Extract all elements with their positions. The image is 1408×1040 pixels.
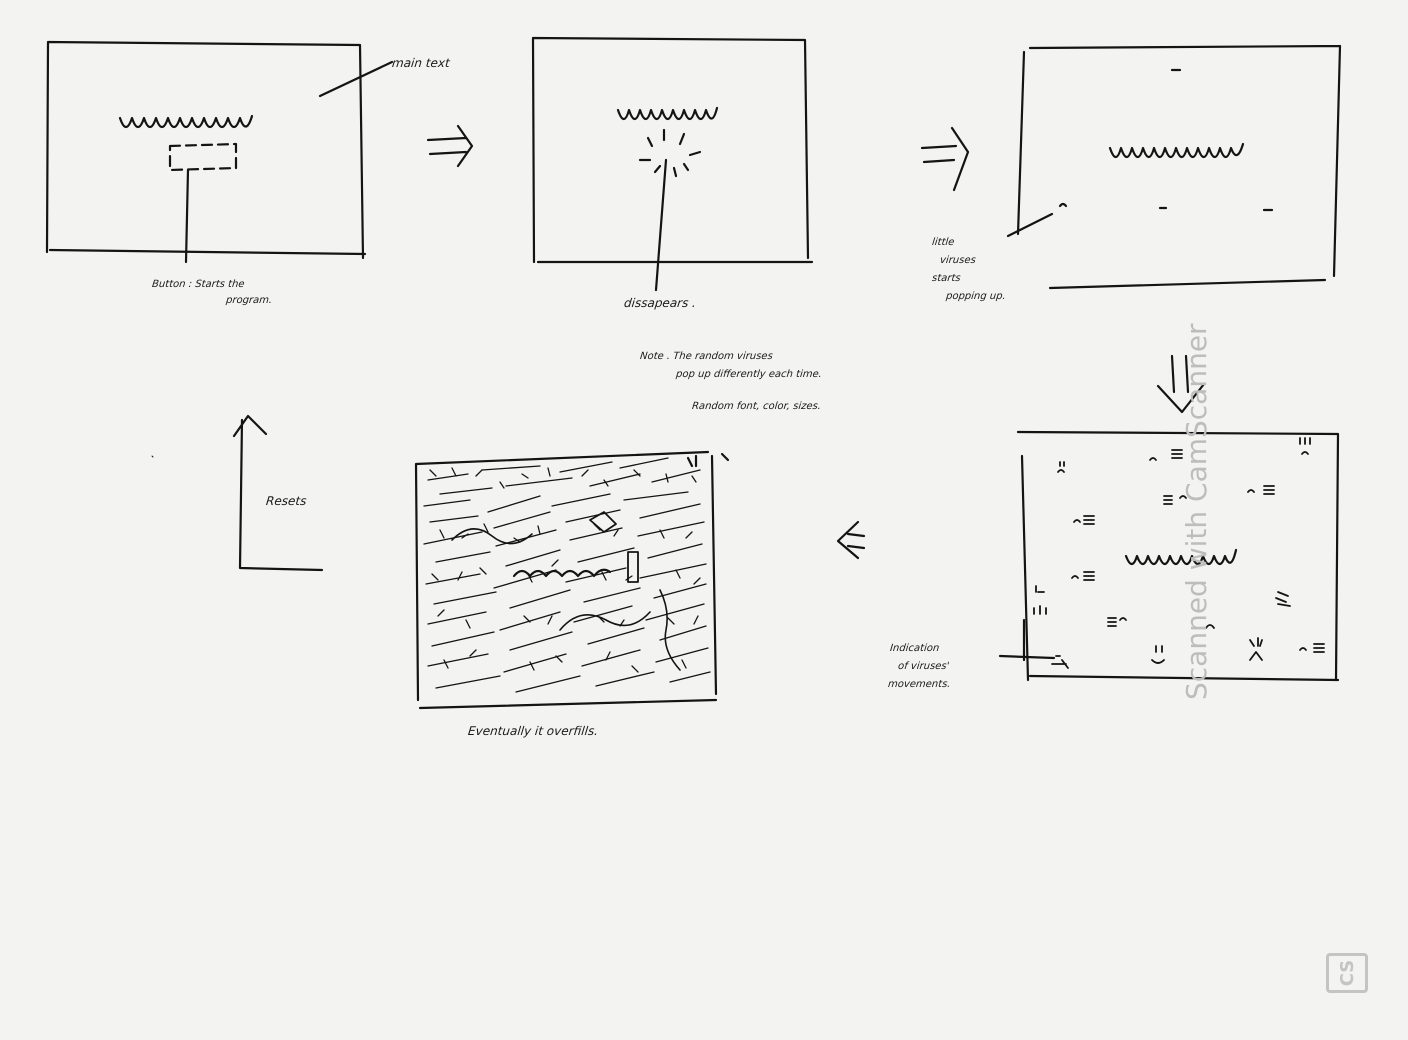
frame-2-main-text-scribble	[616, 106, 719, 121]
frame-5-tick-marks	[686, 452, 730, 468]
frame-1-button-pointer	[184, 168, 190, 264]
label-button-starts-program-line1: Button : Starts the	[151, 279, 246, 290]
frame-3-main-text-scribble	[1108, 142, 1245, 159]
frame-1-border	[45, 40, 367, 260]
frame-1-main-text-pointer	[318, 60, 394, 98]
label-note-line1: Note . The random viruses	[639, 351, 774, 362]
frame-4-border	[1016, 430, 1340, 682]
camscanner-logo-icon: CS	[1326, 953, 1368, 993]
frame-2-burst-lines	[638, 128, 702, 178]
frame-2-pointer	[654, 158, 668, 292]
frame-5-overfilled	[414, 450, 730, 710]
label-viruses-line1: little	[931, 237, 955, 248]
label-viruses-line4: popping up.	[945, 291, 1007, 302]
frame-1-main-text-scribble	[118, 114, 254, 129]
frame-1-button-outline	[168, 142, 238, 172]
label-main-text: main text	[391, 56, 451, 70]
frame-2-border	[531, 36, 814, 264]
frame-4-virus-marks	[1033, 437, 1325, 669]
label-viruses-line2: viruses	[939, 255, 977, 266]
frame-3-pointer	[1006, 212, 1054, 238]
label-movement-line3: movements.	[887, 679, 952, 690]
frame-5-dense-scribbles	[423, 457, 711, 693]
label-note-line3: Random font, color, sizes.	[691, 401, 822, 412]
frame-1-start-screen	[45, 40, 394, 264]
frame-4-main-text-scribble	[1124, 548, 1238, 566]
label-movement-line2: of viruses'	[897, 661, 950, 672]
label-eventually-overfills: Eventually it overfills.	[467, 724, 599, 738]
frame-4-pointer	[998, 654, 1056, 660]
label-viruses-line3: starts	[931, 273, 962, 284]
arrow-down	[1156, 354, 1206, 414]
label-note-line2: pop up differently each time.	[675, 369, 823, 380]
frame-5-border	[414, 450, 718, 710]
label-button-starts-program-line2: program.	[225, 295, 273, 306]
frame-3-border	[1016, 44, 1342, 290]
frame-2-button-disappears	[531, 36, 814, 292]
reset-arrow	[232, 414, 324, 572]
arrow-left	[836, 520, 866, 560]
frame-4-viruses-moving	[998, 430, 1340, 682]
frame-3-viruses-appear	[1006, 44, 1342, 290]
label-disappears: dissapears .	[623, 296, 697, 310]
arrow-right-2	[920, 126, 970, 192]
camscanner-watermark: Scanned with CamScanner	[1180, 323, 1213, 700]
label-movement-line1: Indication	[889, 643, 940, 654]
arrow-right-1	[426, 124, 474, 168]
label-resets: Resets	[265, 494, 308, 508]
frame-3-small-viruses	[1058, 68, 1274, 212]
pencil-dot	[151, 455, 154, 458]
